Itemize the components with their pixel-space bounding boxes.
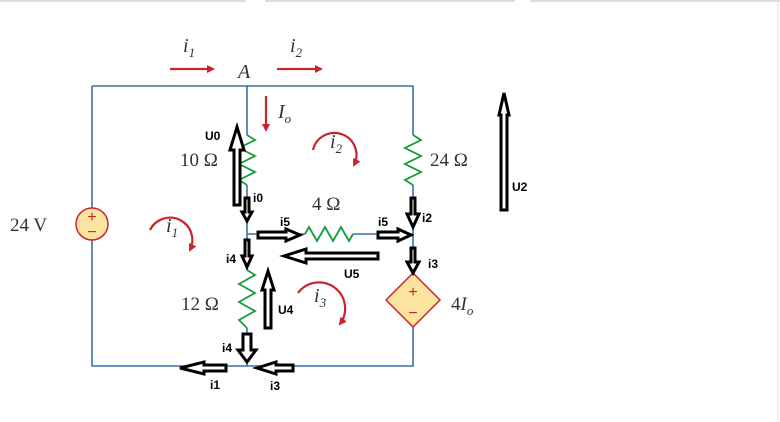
annotation-arrows [179,92,511,377]
resistor-10ohm [236,134,258,186]
label-i4-bottom: i4 [222,341,232,355]
label-u0: U0 [205,129,221,143]
label-i0: i0 [253,191,263,205]
label-10ohm: 10 Ω [180,150,218,171]
label-u2: U2 [512,180,528,194]
dependent-voltage-source: + − [384,271,442,329]
label-24v: 24 V [10,215,47,236]
label-12ohm: 12 Ω [181,294,219,315]
arrow-u5 [279,246,380,266]
label-i5-right: i5 [378,215,388,229]
loop-label-i2: i2 [330,131,343,156]
label-io: Io [277,101,292,126]
arrow-u0 [227,121,247,207]
arrow-i5-right [376,226,415,244]
arrow-i2 [404,196,422,231]
label-i1-top: i1 [183,35,195,60]
arrow-i4-top [239,238,255,271]
arrow-u2 [497,92,511,212]
label-4io: 4Io [451,294,474,318]
loop-label-i3: i3 [314,285,327,310]
minus-sign: − [87,224,96,241]
label-i1: i1 [210,378,220,392]
label-u4: U4 [278,303,294,317]
arrow-i3-right [404,246,422,277]
node-label-a: A [236,61,251,83]
resistor-4ohm [304,225,354,243]
label-i4-top: i4 [226,252,236,266]
arrow-i1 [179,360,228,376]
arrow-i5-left [256,226,304,244]
loop-arrow-i3 [297,281,347,326]
minus-sign: − [408,305,417,322]
label-i5-left: i5 [280,215,290,229]
loop-arrow-i1 [149,216,197,252]
label-i3-right: i3 [428,257,438,271]
label-i2: i2 [422,211,432,225]
loop-label-i1: i1 [166,215,178,240]
label-u5: U5 [344,267,360,281]
label-24ohm: 24 Ω [430,150,468,171]
label-i2-top: i2 [290,35,303,60]
voltage-source-24v: + − [75,207,109,241]
arrow-u4 [259,266,277,330]
wires [91,85,414,367]
resistor-24ohm [402,134,424,186]
loop-arrow-i2 [311,131,361,167]
label-i3-bottom: i3 [270,379,280,393]
resistor-12ohm [237,269,257,329]
plus-sign: + [87,209,96,226]
label-4ohm: 4 Ω [312,194,340,215]
arrow-i4-bottom [235,332,259,365]
plus-sign: + [408,284,417,301]
arrow-i3-bottom [252,359,295,377]
arrow-i0 [239,196,255,225]
